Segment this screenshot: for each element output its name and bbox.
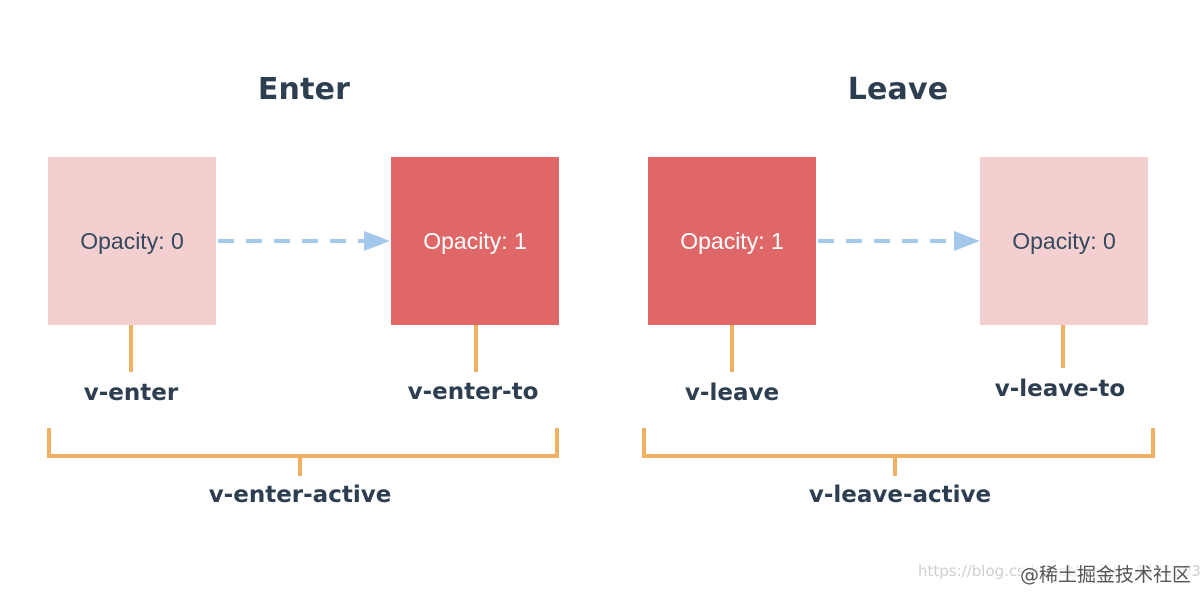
brand-watermark: @稀土掘金技术社区: [1020, 560, 1192, 587]
leave-title: Leave: [847, 72, 949, 107]
enter-from-box: Opacity: 0: [48, 157, 216, 325]
leave-from-box-text: Opacity: 1: [680, 227, 784, 254]
v-leave-active-label: v-leave-active: [808, 482, 992, 508]
v-enter-label: v-enter: [83, 380, 179, 406]
leave-active-bracket: [642, 428, 1155, 476]
enter-to-box-text: Opacity: 1: [423, 227, 527, 254]
leave-to-box: Opacity: 0: [980, 157, 1148, 325]
v-leave-to-label: v-leave-to: [994, 376, 1126, 402]
enter-from-box-text: Opacity: 0: [80, 227, 184, 254]
v-enter-to-label: v-enter-to: [407, 379, 539, 405]
leave-from-box: Opacity: 1: [648, 157, 816, 325]
enter-arrowhead: [364, 231, 390, 251]
leave-to-box-text: Opacity: 0: [1012, 227, 1116, 254]
enter-to-box: Opacity: 1: [391, 157, 559, 325]
v-enter-active-label: v-enter-active: [208, 482, 392, 508]
leave-arrowhead: [954, 231, 980, 251]
enter-active-bracket: [47, 428, 559, 476]
v-leave-label: v-leave: [684, 380, 780, 406]
enter-title: Enter: [257, 72, 351, 107]
